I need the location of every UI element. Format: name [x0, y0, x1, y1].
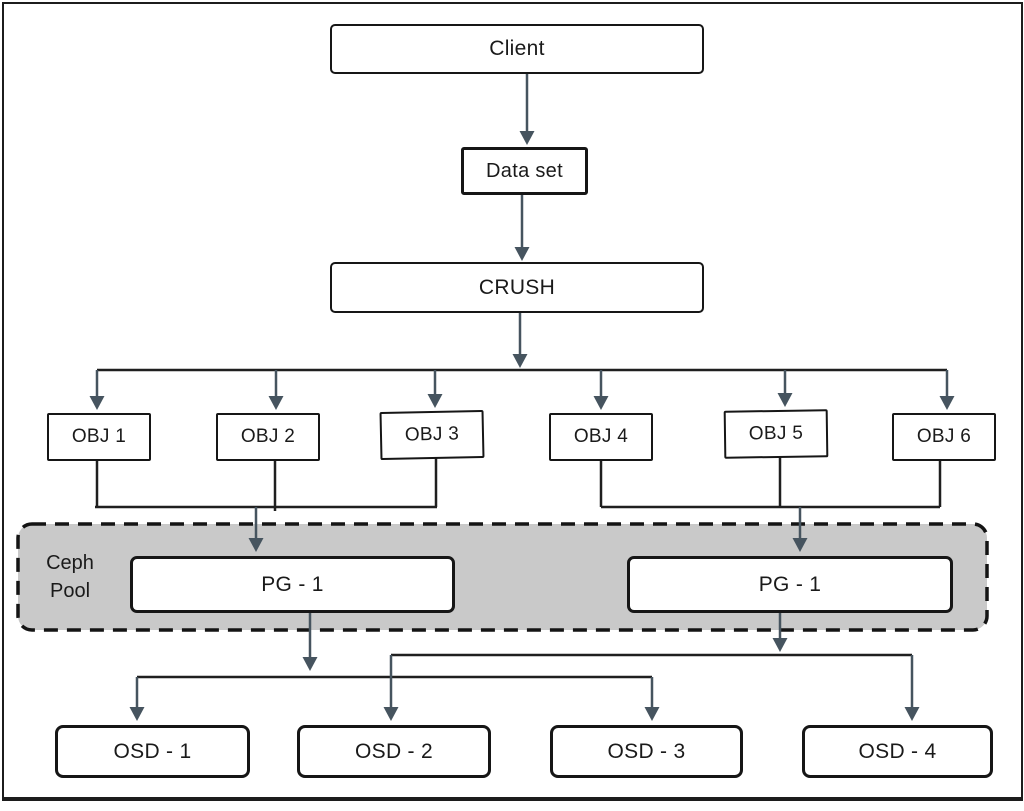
node-obj-3-label: OBJ 3: [404, 423, 460, 446]
node-osd-3: OSD - 3: [550, 725, 743, 778]
node-osd-4-label: OSD - 4: [858, 739, 937, 763]
node-crush: CRUSH: [330, 262, 704, 313]
node-dataset-label: Data set: [486, 159, 563, 182]
node-dataset: Data set: [461, 147, 588, 195]
node-osd-1: OSD - 1: [55, 725, 250, 778]
ceph-pool-label-line2: Pool: [49, 580, 91, 602]
node-pg-1-right: PG - 1: [627, 556, 953, 613]
node-obj-5-label: OBJ 5: [748, 422, 804, 445]
node-osd-2-label: OSD - 2: [355, 739, 433, 763]
node-obj-2: OBJ 2: [216, 413, 320, 461]
node-obj-3: OBJ 3: [379, 409, 485, 461]
node-obj-5: OBJ 5: [723, 409, 829, 459]
ceph-pool-label: Ceph Pool: [26, 549, 114, 605]
node-osd-3-label: OSD - 3: [607, 739, 686, 763]
node-obj-1: OBJ 1: [47, 413, 151, 461]
node-obj-2-label: OBJ 2: [240, 426, 296, 447]
node-client-label: Client: [489, 37, 545, 60]
node-obj-4-label: OBJ 4: [573, 426, 629, 447]
node-crush-label: CRUSH: [478, 275, 556, 299]
node-obj-6: OBJ 6: [892, 413, 996, 461]
node-pg-1-left-label: PG - 1: [261, 572, 324, 596]
node-osd-2: OSD - 2: [297, 725, 491, 778]
node-obj-1-label: OBJ 1: [71, 426, 127, 447]
node-osd-1-label: OSD - 1: [113, 739, 192, 763]
node-pg-1-left: PG - 1: [130, 556, 455, 613]
ceph-pool-label-line1: Ceph: [46, 552, 94, 574]
node-osd-4: OSD - 4: [802, 725, 993, 778]
node-client: Client: [330, 24, 704, 74]
node-obj-4: OBJ 4: [549, 413, 653, 461]
node-obj-6-label: OBJ 6: [916, 426, 972, 447]
node-pg-1-right-label: PG - 1: [758, 572, 822, 596]
